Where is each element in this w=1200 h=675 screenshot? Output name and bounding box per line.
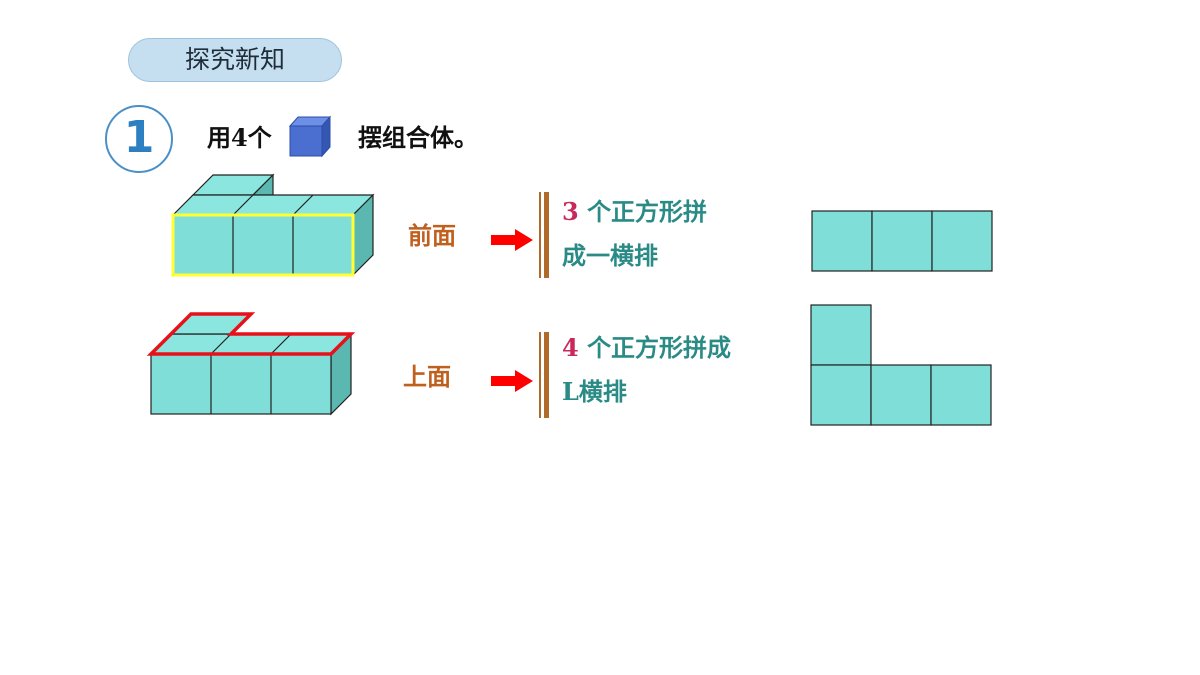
description-line: 成一横排 [562,241,658,270]
description-line: 3 个正方形拼 [562,190,707,234]
square-count: 3 [562,197,579,226]
front-view-description: 3 个正方形拼 成一横排 [562,190,707,278]
top-view-squares [810,304,992,426]
step-number-badge: 1 [105,105,173,173]
square-count: 4 [562,333,579,362]
bracket-bar [539,332,549,418]
description-line: L横排 [562,377,627,406]
section-title: 探究新知 [184,45,285,74]
unit-cube-icon [288,115,332,158]
instruction-suffix: 摆组合体。 [358,123,478,152]
solid-top-highlight-figure [146,312,356,416]
front-view-squares [811,210,993,272]
top-view-description: 4 个正方形拼成 L横排 [562,326,731,414]
solid-front-highlight-figure [171,173,375,277]
step-number: 1 [123,112,155,163]
arrow-right-icon [491,370,533,392]
description-text: 个正方形拼成 [587,333,732,362]
section-title-pill: 探究新知 [128,38,342,82]
bracket-bar [539,192,549,278]
arrow-right-icon [491,229,533,251]
instruction-prefix: 用4个 [207,123,272,152]
description-text: 个正方形拼 [587,197,708,226]
view-label-front: 前面 [408,221,456,250]
description-line: 4 个正方形拼成 [562,326,731,370]
view-label-top: 上面 [403,362,451,391]
